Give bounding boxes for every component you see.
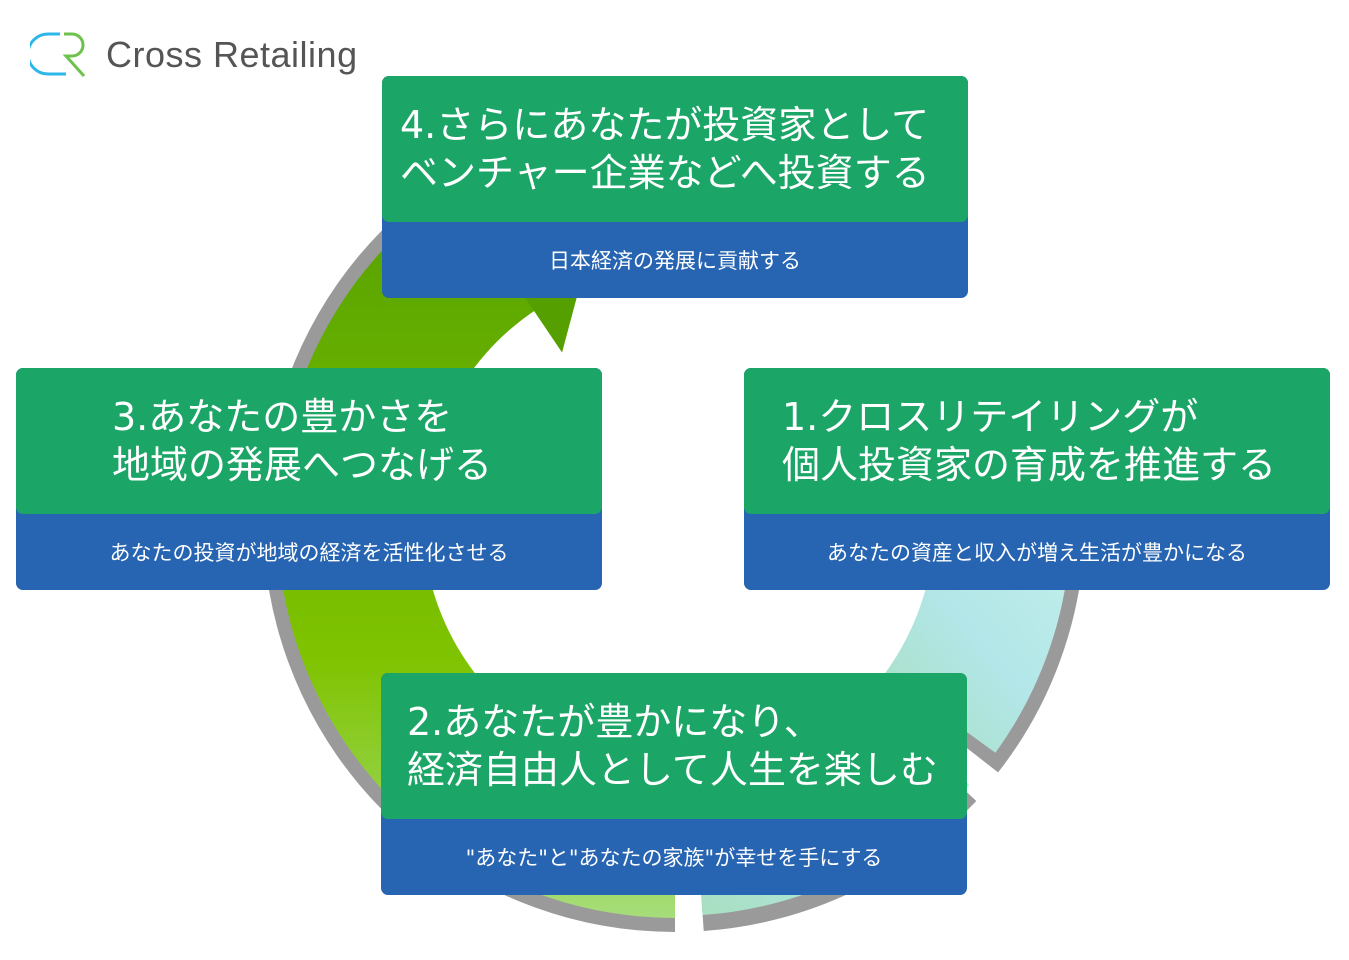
step-3-subtitle: あなたの投資が地域の経済を活性化させる bbox=[109, 541, 509, 565]
step-1-subtitle: あなたの資産と収入が増え生活が豊かになる bbox=[827, 541, 1247, 565]
cr-logo-icon bbox=[30, 32, 86, 78]
step-4-title-line2: ベンチャー企業などへ投資する bbox=[400, 151, 930, 195]
logo: Cross Retailing bbox=[30, 30, 358, 80]
step-3-title-line2: 地域の発展へつなげる bbox=[112, 443, 493, 487]
step-4-title-line1: 4.さらにあなたが投資家として bbox=[400, 103, 930, 147]
step-2-title-line1: 2.あなたが豊かになり、 bbox=[407, 700, 822, 744]
step-2-card: 2.あなたが豊かになり、経済自由人として人生を楽しむ "あなた"と"あなたの家族… bbox=[381, 673, 967, 895]
step-3-title-line1: 3.あなたの豊かさを bbox=[112, 395, 453, 439]
step-2-title-line2: 経済自由人として人生を楽しむ bbox=[407, 748, 938, 792]
logo-text: Cross Retailing bbox=[106, 34, 358, 75]
step-1-title-line2: 個人投資家の育成を推進する bbox=[782, 443, 1277, 487]
step-4-subtitle: 日本経済の発展に貢献する bbox=[549, 249, 801, 273]
step-4-card: 4.さらにあなたが投資家としてベンチャー企業などへ投資する 日本経済の発展に貢献… bbox=[382, 76, 968, 298]
step-1-title-line1: 1.クロスリテイリングが bbox=[782, 395, 1199, 439]
step-1-card: 1.クロスリテイリングが個人投資家の育成を推進する あなたの資産と収入が増え生活… bbox=[744, 368, 1330, 590]
green-arc bbox=[277, 175, 675, 918]
step-3-card: 3.あなたの豊かさを地域の発展へつなげる あなたの投資が地域の経済を活性化させる bbox=[16, 368, 602, 590]
step-2-subtitle: "あなた"と"あなたの家族"が幸せを手にする bbox=[465, 846, 883, 870]
